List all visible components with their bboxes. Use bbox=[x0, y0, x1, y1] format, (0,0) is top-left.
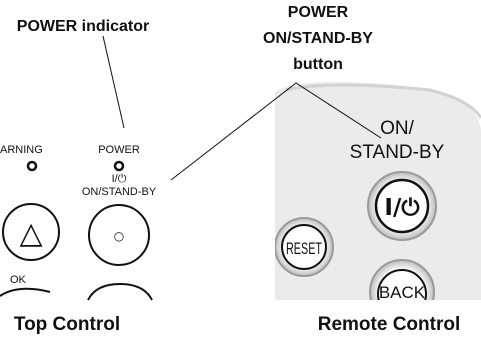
remote-control-panel: ON/ STAND-BY I/⏻ RESET BACK bbox=[275, 118, 445, 324]
up-arrow-button[interactable] bbox=[2, 203, 60, 261]
ok-button-partial[interactable] bbox=[0, 287, 51, 297]
power-indicator-led bbox=[113, 160, 125, 172]
callout-power-button-line3: button bbox=[293, 56, 343, 73]
leader-line-power-button bbox=[170, 82, 382, 181]
up-arrow-icon: △ bbox=[19, 216, 42, 251]
center-dot-icon: ○ bbox=[114, 229, 124, 243]
top-control-panel: ARNING POWER I/⏻ ON/STAND-BY △ ○ OK bbox=[0, 144, 157, 301]
top-onstandby-button[interactable] bbox=[88, 204, 150, 266]
callout-power-button-line2: ON/STAND-BY bbox=[263, 30, 373, 47]
remote-onstandby-label-line2: STAND-BY bbox=[350, 142, 445, 163]
remote-control-caption: Remote Control bbox=[318, 314, 461, 335]
onstandby-button-label: ON/STAND-BY bbox=[82, 186, 157, 198]
power-indicator-label: POWER bbox=[98, 144, 140, 156]
warning-indicator-led bbox=[26, 160, 38, 172]
warning-indicator-label: ARNING bbox=[0, 144, 43, 156]
back-label: BACK bbox=[379, 283, 426, 302]
ok-label: OK bbox=[10, 274, 27, 286]
remote-onstandby-label-line1: ON/ bbox=[380, 118, 415, 139]
top-control-caption: Top Control bbox=[14, 314, 120, 335]
onstandby-symbol-label: I/⏻ bbox=[112, 173, 127, 185]
power-icon: I/⏻ bbox=[384, 195, 420, 221]
remote-reset-button[interactable]: RESET bbox=[275, 217, 334, 277]
remote-back-button[interactable]: BACK bbox=[369, 259, 435, 324]
callout-power-button-line1: POWER bbox=[288, 4, 349, 21]
leader-line-power-indicator bbox=[102, 35, 125, 129]
remote-power-button[interactable]: I/⏻ bbox=[367, 171, 437, 241]
reset-label: RESET bbox=[286, 239, 322, 258]
callout-power-indicator: POWER indicator bbox=[17, 18, 149, 35]
lower-button-partial[interactable] bbox=[87, 282, 153, 301]
leader-lines bbox=[102, 35, 382, 181]
